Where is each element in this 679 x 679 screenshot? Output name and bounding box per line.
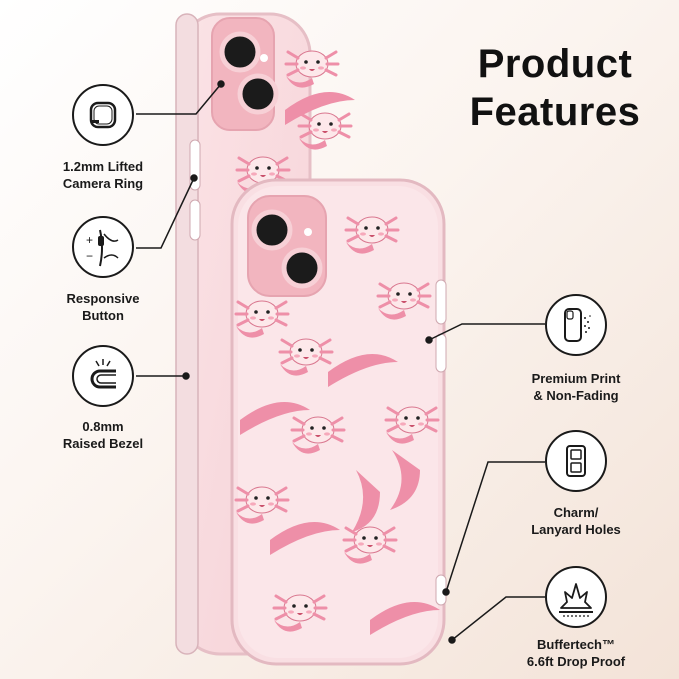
phone-print-icon [545,294,607,356]
feature-label-camera-ring: 1.2mm Lifted Camera Ring [62,159,144,191]
feature-label-drop-proof: Buffertech™ 6.6ft Drop Proof [526,637,626,669]
button-icon: + − [72,216,134,278]
bezel-icon [72,345,134,407]
feature-label-bezel: 0.8mm Raised Bezel [62,419,144,451]
feature-label-button: Responsive Button [66,291,140,323]
front-case [230,178,447,666]
title-line-1: Product [477,42,633,86]
lanyard-hole-icon [545,430,607,492]
title-line-2: Features [469,90,641,134]
page-title: Product Features [440,40,670,136]
drop-proof-icon [545,566,607,628]
feature-label-lanyard: Charm/ Lanyard Holes [531,505,621,537]
svg-text:−: − [86,249,93,263]
svg-text:+: + [86,233,93,247]
feature-label-print: Premium Print & Non-Fading [531,371,621,403]
callout-lines [136,80,545,644]
camera-ring-icon [72,84,134,146]
